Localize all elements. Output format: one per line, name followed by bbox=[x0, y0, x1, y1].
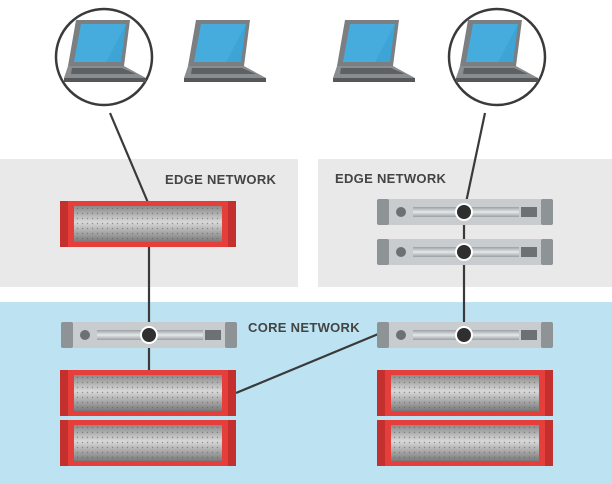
server-icon-core-right-1 bbox=[377, 370, 553, 416]
core-network-label: CORE NETWORK bbox=[248, 320, 360, 335]
server-icon-core-left-1 bbox=[60, 370, 236, 416]
edge-network-label-right: EDGE NETWORK bbox=[335, 171, 447, 186]
laptop-icon-2 bbox=[184, 20, 266, 82]
connection-node-icon-core-left bbox=[140, 326, 158, 344]
connection-node-icon-core-right bbox=[455, 326, 473, 344]
edge-network-label-left: EDGE NETWORK bbox=[165, 172, 277, 187]
connection-node-icon-edge-right-1 bbox=[455, 203, 473, 221]
server-icon-core-right-2 bbox=[377, 420, 553, 466]
server-icon-edge-left bbox=[60, 201, 236, 247]
server-icon-core-left-2 bbox=[60, 420, 236, 466]
link-core-cross bbox=[235, 328, 389, 395]
link-laptop-to-edge-right bbox=[462, 112, 487, 213]
connection-node-icon-edge-right-2 bbox=[455, 243, 473, 261]
link-laptop-to-edge-left bbox=[108, 112, 151, 206]
laptop-icon-3 bbox=[333, 20, 415, 82]
